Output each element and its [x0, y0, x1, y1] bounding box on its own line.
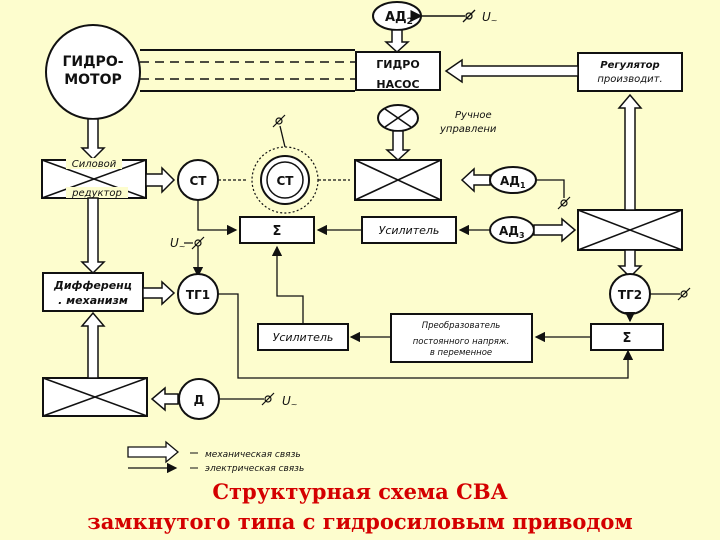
supply-label-left: U~	[170, 236, 186, 251]
svg-text:МОТОР: МОТОР	[64, 72, 122, 88]
hydromotor: ГИДРО- МОТОР	[45, 24, 141, 120]
svg-text:Усилитель: Усилитель	[273, 331, 334, 344]
switch-ad1	[557, 196, 571, 210]
mech-arrow-ad2-pump	[384, 29, 410, 54]
flow-regulator: Регулятор производит.	[577, 52, 683, 92]
selsyn-transmitter-2: СТ	[251, 146, 319, 214]
svg-text:Σ: Σ	[273, 224, 282, 239]
selsyn-transmitter-1: СТ	[177, 159, 219, 201]
mech-arrow-reducer-st1	[145, 166, 176, 194]
right-mech-block	[577, 209, 683, 251]
manual-label-2: управлени	[439, 124, 497, 135]
svg-text:СТ: СТ	[190, 174, 208, 188]
caption-line-2: замкнутого типа с гидросиловым приводом	[87, 509, 633, 534]
svg-text:ТГ2: ТГ2	[618, 288, 642, 302]
legend-elec-label: электрическая связь	[205, 464, 304, 474]
amplifier-1: Усилитель	[361, 216, 457, 244]
handwheel	[377, 104, 419, 132]
center-mech-block	[354, 159, 442, 201]
mech-arrow-right-regulator	[617, 93, 643, 211]
mech-arrow-bottom-diff	[80, 311, 106, 379]
legend: механическая связь электрическая связь	[127, 440, 304, 474]
svg-text:Регулятор: Регулятор	[600, 60, 659, 71]
supply-label-top: U~	[482, 10, 498, 25]
switch-d	[261, 392, 275, 406]
caption-line-1: Структурная схема СВА	[212, 479, 508, 504]
manual-label-1: Ручное	[455, 110, 492, 121]
svg-text:Д: Д	[194, 393, 205, 407]
mech-arrow-d-bottom	[150, 386, 179, 412]
switch-st2	[272, 114, 286, 128]
legend-mech-arrow	[127, 440, 180, 464]
svg-text:АД3: АД3	[499, 224, 525, 240]
hydraulic-lines	[140, 49, 355, 92]
svg-text:ГИДРО: ГИДРО	[376, 58, 419, 71]
mech-arrow-right-tg2	[617, 249, 643, 279]
bottom-mech-block	[42, 377, 148, 417]
motor-ad2: АД2	[372, 1, 422, 31]
svg-text:АД1: АД1	[500, 174, 526, 190]
amplifier-2: Усилитель	[257, 323, 349, 351]
svg-text:Усилитель: Усилитель	[379, 224, 440, 237]
motor-ad3: АД3	[489, 216, 535, 244]
motor-d: Д	[178, 378, 220, 420]
svg-text:Преобразователь: Преобразователь	[422, 321, 501, 331]
svg-text:Σ: Σ	[623, 331, 632, 346]
mech-arrow-diff-tg1	[142, 280, 176, 306]
mech-arrow-motor-reducer	[80, 118, 106, 161]
svg-text:производит.: производит.	[597, 74, 662, 85]
svg-text:ГИДРО-: ГИДРО-	[62, 54, 123, 70]
tachogenerator-1: ТГ1	[177, 273, 219, 315]
mech-arrow-reducer-diff	[80, 197, 106, 275]
differential-mechanism: Дифференц . механизм	[42, 272, 144, 312]
legend-mech-label: механическая связь	[205, 450, 301, 460]
mech-arrow-ad1-center	[460, 167, 491, 193]
motor-ad1: АД1	[489, 166, 537, 194]
summator-2: Σ	[590, 323, 664, 351]
mech-arrow-ad3-right	[533, 217, 577, 243]
svg-text:НАСОС: НАСОС	[376, 78, 419, 91]
switch-symbol	[462, 9, 476, 23]
dc-ac-converter: Преобразователь постоянного напряж. в пе…	[390, 313, 533, 363]
power-reducer: Силовой редуктор	[41, 158, 147, 199]
svg-text:Дифференц: Дифференц	[53, 279, 132, 292]
mech-arrow-handwheel	[385, 130, 411, 162]
mech-arrow-regulator-pump	[444, 58, 579, 84]
switch-tg2	[677, 287, 691, 301]
hydro-pump: ГИДРО НАСОС	[355, 51, 441, 91]
svg-text:в переменное: в переменное	[430, 348, 492, 358]
svg-text:ТГ1: ТГ1	[186, 288, 210, 302]
supply-label-bottom: U~	[282, 394, 298, 409]
tachogenerator-2: ТГ2	[609, 273, 651, 315]
summator-1: Σ	[239, 216, 315, 244]
svg-text:АД2: АД2	[385, 10, 413, 27]
svg-text:Силовой: Силовой	[72, 159, 117, 170]
svg-text:. механизм: . механизм	[58, 294, 128, 307]
svg-text:постоянного напряж.: постоянного напряж.	[413, 337, 510, 347]
svg-text:СТ: СТ	[277, 174, 295, 188]
svg-text:редуктор: редуктор	[71, 188, 122, 199]
